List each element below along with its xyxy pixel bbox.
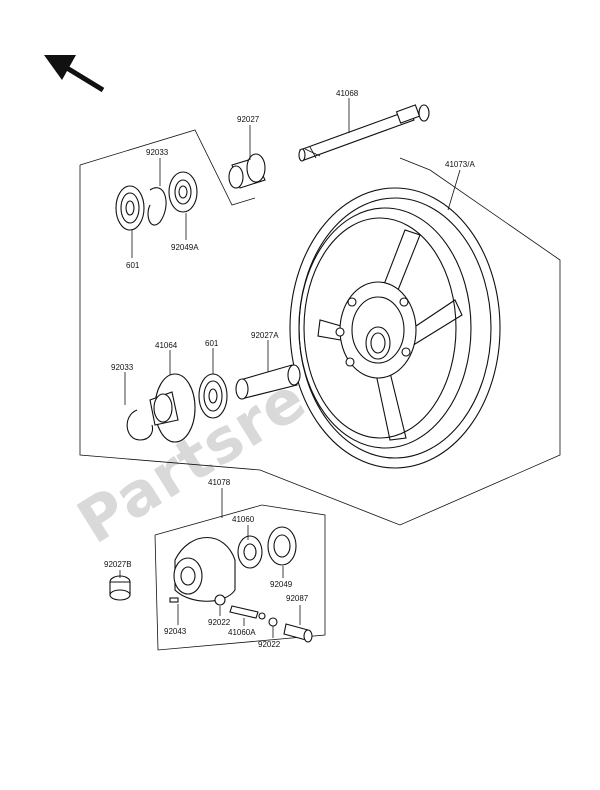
pin-92043-part bbox=[169, 597, 179, 603]
label-92049: 92049 bbox=[270, 580, 293, 589]
label-92027B: 92027B bbox=[104, 560, 132, 569]
label-41073A: 41073/A bbox=[445, 160, 475, 169]
label-92033-mid: 92033 bbox=[111, 363, 134, 372]
label-92087: 92087 bbox=[286, 594, 309, 603]
label-92043: 92043 bbox=[164, 627, 187, 636]
gear-housing-part bbox=[173, 537, 236, 602]
bushing-92087-part bbox=[283, 623, 313, 643]
collar-92027-part bbox=[228, 153, 266, 189]
label-92027A: 92027A bbox=[251, 331, 279, 340]
label-41060A: 41060A bbox=[228, 628, 256, 637]
circlip-mid-part bbox=[126, 409, 154, 441]
label-41060: 41060 bbox=[232, 515, 255, 524]
oil-seal-92049A-part bbox=[168, 171, 198, 213]
label-92027: 92027 bbox=[237, 115, 260, 124]
bearing-top-part bbox=[115, 185, 145, 231]
oil-seal-92049-part bbox=[267, 526, 297, 566]
label-41068: 41068 bbox=[336, 89, 359, 98]
label-92049A: 92049A bbox=[171, 243, 199, 252]
label-601-mid: 601 bbox=[205, 339, 219, 348]
leader-lines bbox=[119, 98, 461, 638]
washer-92022-a-part bbox=[214, 594, 226, 606]
label-41064: 41064 bbox=[155, 341, 178, 350]
wheel-rim-part bbox=[289, 187, 501, 469]
label-41078: 41078 bbox=[208, 478, 231, 487]
bearing-mid-part bbox=[198, 373, 228, 419]
direction-arrow-icon bbox=[44, 55, 105, 93]
coupling-41064-part bbox=[149, 373, 196, 443]
circlip-top-part bbox=[147, 187, 167, 226]
pinion-41060A-part bbox=[229, 605, 266, 620]
collar-92027A-part bbox=[235, 364, 301, 400]
assembly-outline bbox=[79, 129, 561, 651]
label-601-top: 601 bbox=[126, 261, 140, 270]
label-92033-top: 92033 bbox=[146, 148, 169, 157]
label-92022-b: 92022 bbox=[258, 640, 281, 649]
label-92022-a: 92022 bbox=[208, 618, 231, 627]
washer-92022-b-part bbox=[268, 617, 278, 627]
drive-gear-41060-part bbox=[237, 535, 263, 569]
collar-92027B-part bbox=[109, 575, 131, 601]
axle-part bbox=[298, 104, 430, 162]
